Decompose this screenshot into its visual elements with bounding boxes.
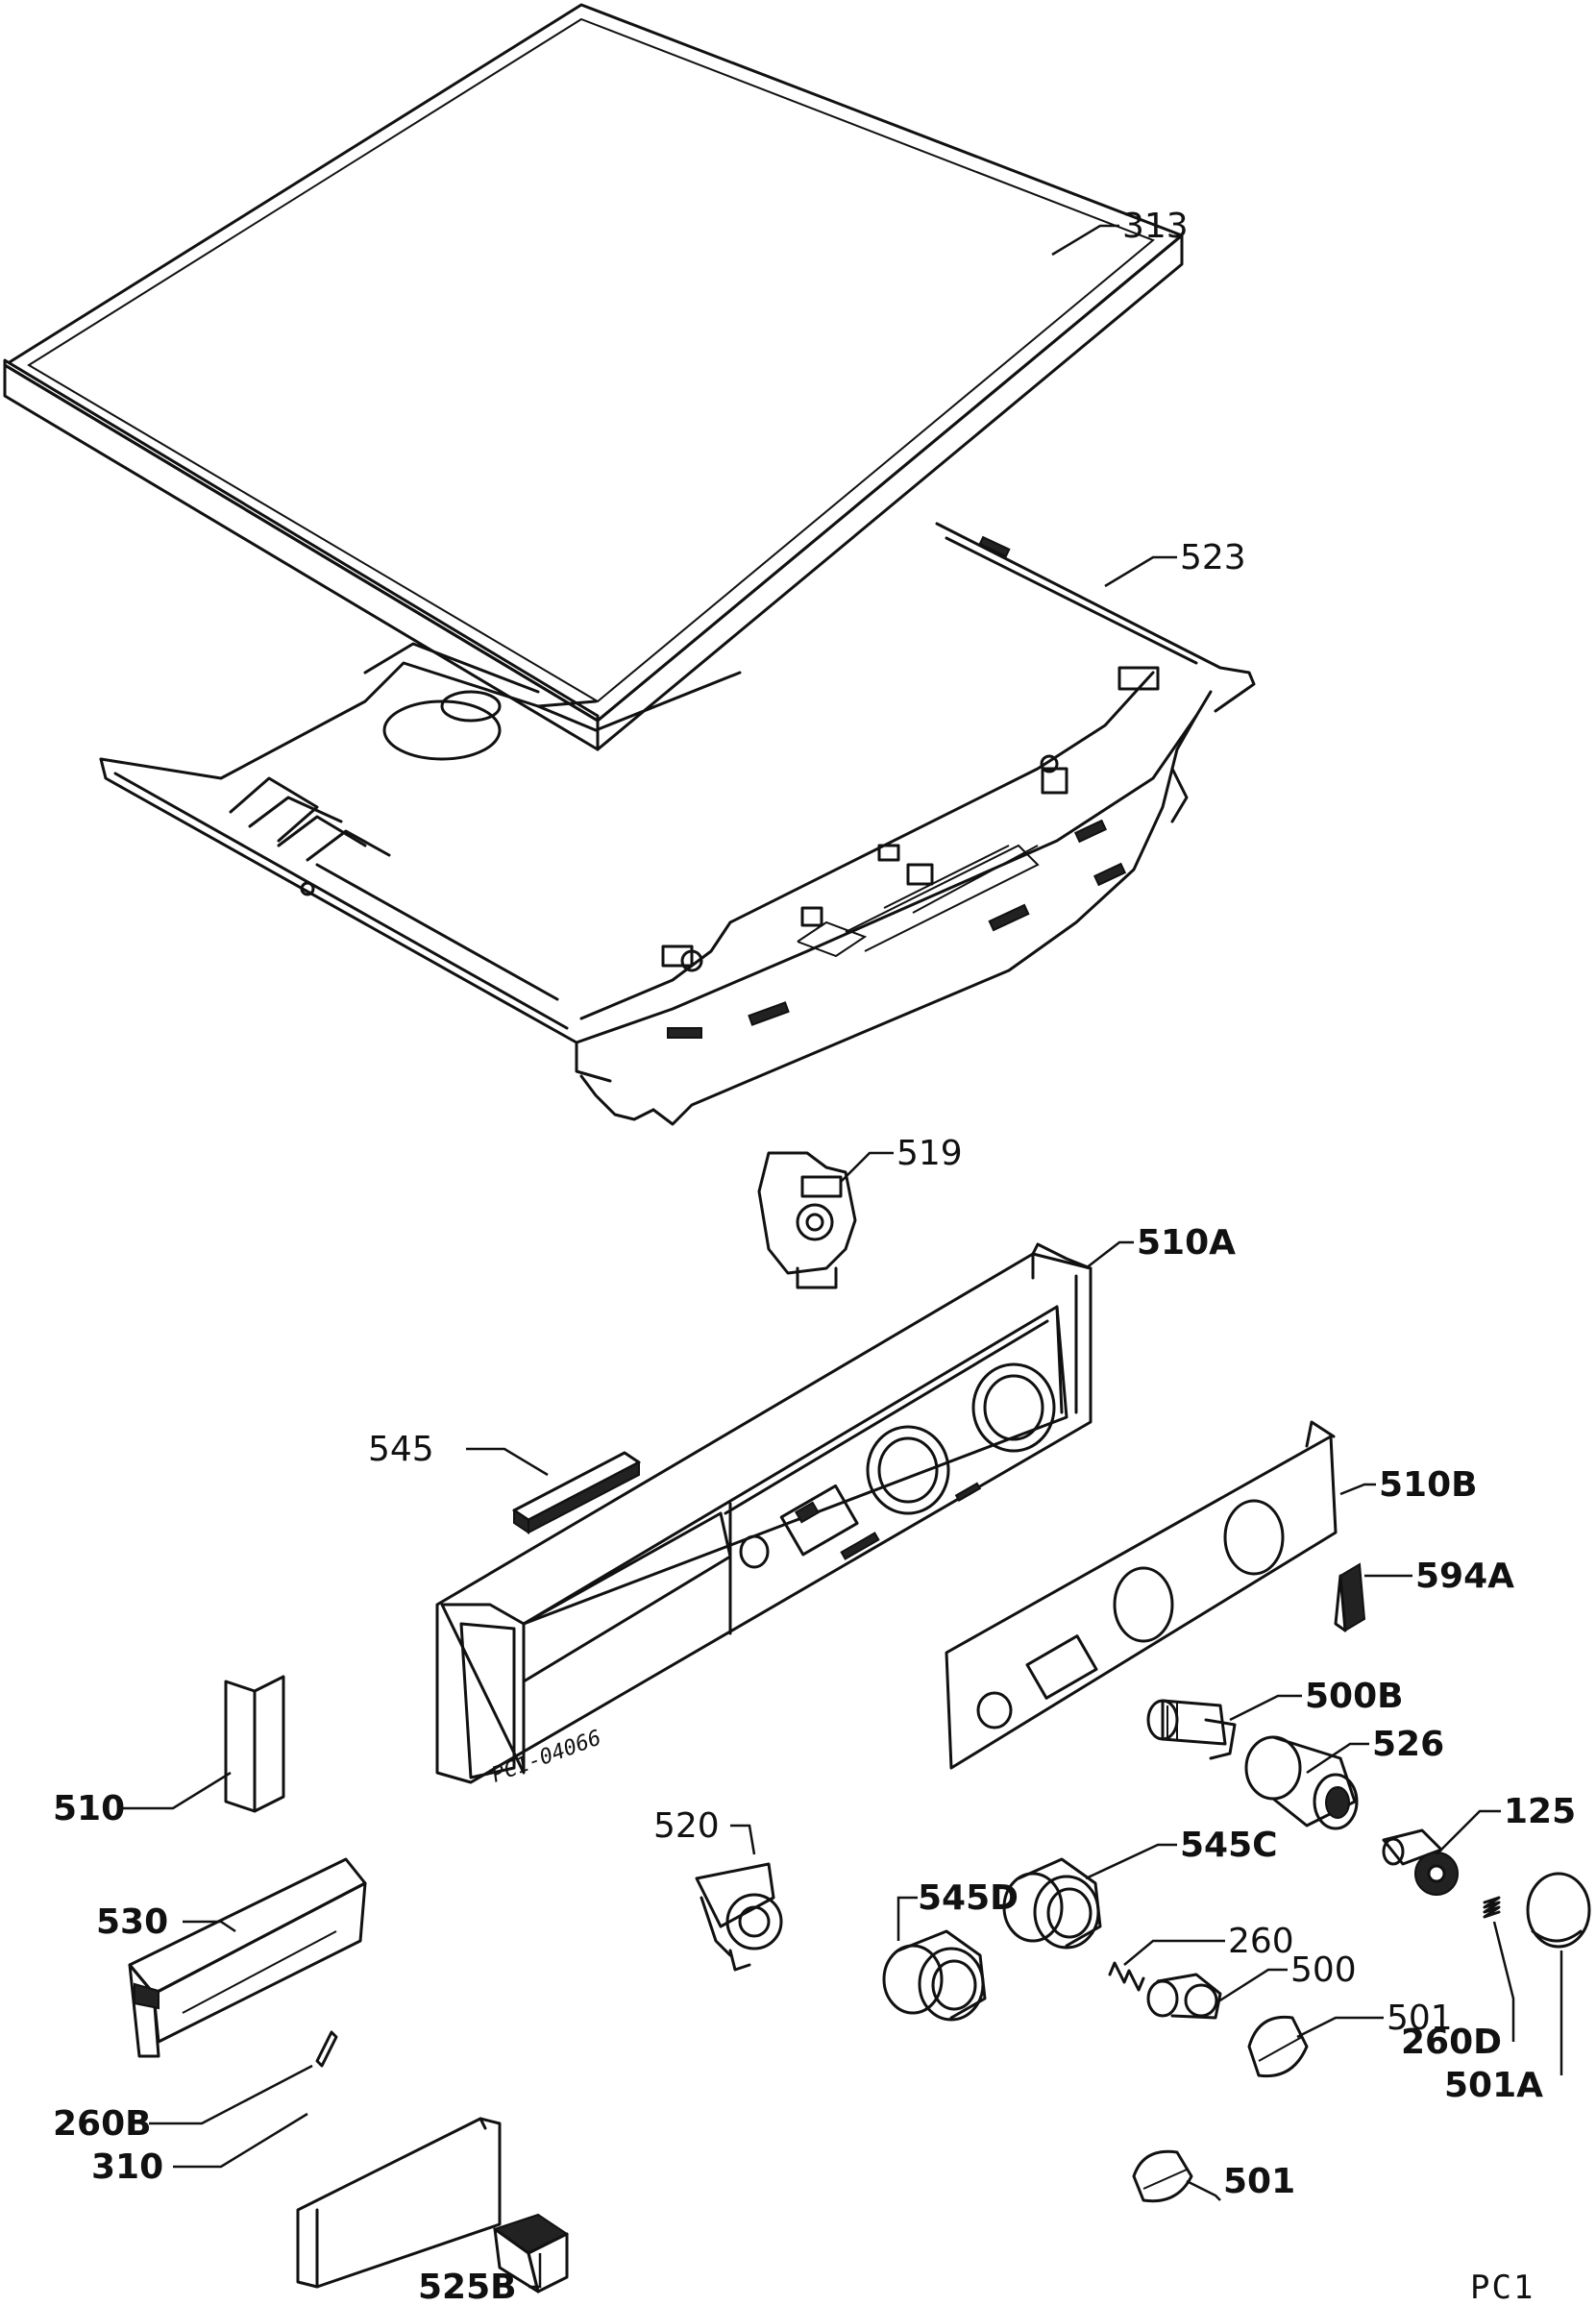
part-310-cover-plate [296,2117,502,2289]
label-526: 526 [1372,1725,1444,1764]
part-525b-connector [492,2213,569,2294]
label-545: 545 [368,1430,434,1469]
label-500b: 500B [1305,1677,1404,1716]
label-310: 310 [91,2147,163,2187]
part-260d-spring [1483,1896,1501,1919]
label-501-lower: 501 [1223,2162,1295,2201]
label-510a: 510A [1137,1223,1236,1263]
label-501-upper: 501 [1387,1999,1453,2038]
part-501a-cap [1526,1872,1591,1949]
part-510-corner-post [224,1675,285,1813]
label-500: 500 [1290,1950,1357,1990]
part-510a-control-panel: PC1-04066 [435,1242,1093,1788]
part-526-bushing [1244,1735,1359,1830]
label-501a: 501A [1444,2066,1543,2105]
part-500b-selector-shaft [1146,1699,1237,1760]
part-313-top-cover [3,3,1184,751]
label-313: 313 [1122,207,1189,246]
part-labels: 313 523 519 510A 545 510B 594A 500B 510 … [53,207,1576,2306]
label-594a: 594A [1415,1557,1514,1596]
part-545c-sleeve [1002,1857,1102,1950]
label-260b: 260B [53,2104,152,2144]
part-545-rail [512,1451,641,1534]
part-510b-decor-plate [945,1420,1338,1770]
part-260-spring [1108,1961,1145,1992]
label-260d: 260D [1401,2023,1502,2062]
part-501-knob-lower [1132,2149,1193,2203]
leader-lines [120,224,1563,2289]
label-519: 519 [896,1134,963,1173]
part-523-frame [99,522,1256,1126]
label-260: 260 [1228,1922,1294,1961]
part-519-switch-bracket [757,1151,857,1289]
sheet-code: PC1 [1470,2269,1535,2306]
part-530-drawer-handle [128,1857,367,2068]
label-510b: 510B [1379,1465,1478,1505]
part-125-spindle [1382,1828,1459,1896]
part-520-switch [695,1862,783,1972]
part-594a-clip [1334,1562,1366,1632]
part-545d-sleeve [882,1929,987,2022]
part-501-knob-upper [1247,2015,1309,2078]
label-530: 530 [96,1902,168,1942]
label-520: 520 [653,1806,720,1846]
part-500-knob-shaft [1146,1973,1222,2020]
label-525b: 525B [418,2268,517,2306]
label-510: 510 [53,1789,125,1828]
label-545c: 545C [1180,1826,1278,1865]
label-125: 125 [1504,1792,1576,1831]
label-523: 523 [1180,538,1246,577]
label-545d: 545D [918,1878,1019,1918]
